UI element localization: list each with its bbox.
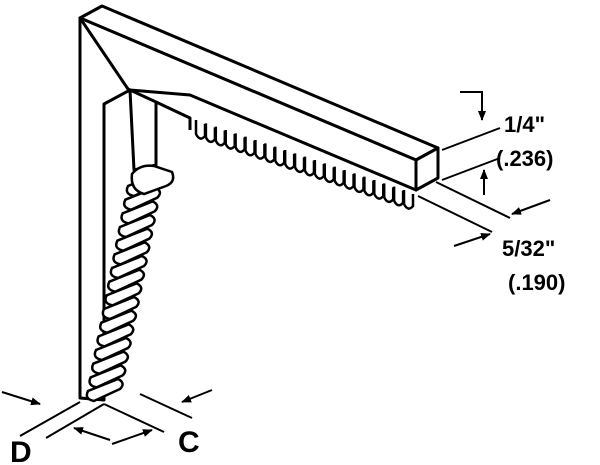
- fin-v: [120, 199, 159, 225]
- fin-v: [112, 240, 151, 266]
- fin-v: [101, 295, 140, 321]
- fin-h: [224, 130, 236, 150]
- fin-h: [264, 143, 276, 164]
- fins-horizontal: [194, 120, 415, 210]
- c-dimension: [103, 389, 213, 445]
- strip-body: [78, 4, 440, 402]
- d-label: D: [10, 436, 32, 465]
- fin-h: [373, 180, 385, 200]
- fin-h: [382, 183, 395, 204]
- fin-h: [254, 140, 266, 160]
- fin-h: [244, 136, 256, 157]
- fin-h: [273, 146, 286, 167]
- fin-h: [363, 176, 375, 197]
- inner-corner: [128, 88, 158, 172]
- fin-h: [323, 163, 336, 184]
- fin-v: [96, 322, 135, 348]
- width-dimension: [417, 181, 551, 247]
- fin-h: [293, 153, 306, 174]
- fin-v: [104, 281, 143, 307]
- fin-h: [333, 166, 345, 187]
- fin-v: [109, 254, 148, 280]
- height-decimal-label: (.236): [496, 146, 553, 171]
- height-fraction-label: 1/4": [504, 112, 545, 137]
- fin-v-cap: [130, 164, 175, 196]
- fin-h: [283, 150, 296, 170]
- fins-vertical: [85, 164, 175, 403]
- fin-h: [194, 120, 207, 140]
- fin-v: [117, 213, 156, 239]
- fin-v: [98, 309, 138, 334]
- fin-h: [343, 170, 355, 190]
- fin-v: [88, 363, 127, 389]
- fin-h: [313, 160, 326, 180]
- fin-h: [353, 173, 365, 194]
- fin-v: [106, 268, 146, 293]
- d-dimension: [1, 391, 111, 441]
- fin-h: [402, 190, 415, 210]
- c-label: C: [178, 426, 200, 459]
- fin-v: [90, 350, 130, 375]
- fin-v: [85, 377, 124, 403]
- fin-h: [214, 126, 227, 147]
- fin-v: [93, 336, 132, 362]
- fin-h: [204, 123, 217, 144]
- height-dimension: [441, 91, 501, 195]
- width-fraction-label: 5/32": [502, 236, 555, 261]
- fin-h: [234, 133, 246, 154]
- fin-v: [114, 227, 154, 252]
- width-decimal-label: (.190): [508, 270, 565, 295]
- fin-h: [303, 156, 316, 177]
- fin-h: [392, 186, 405, 207]
